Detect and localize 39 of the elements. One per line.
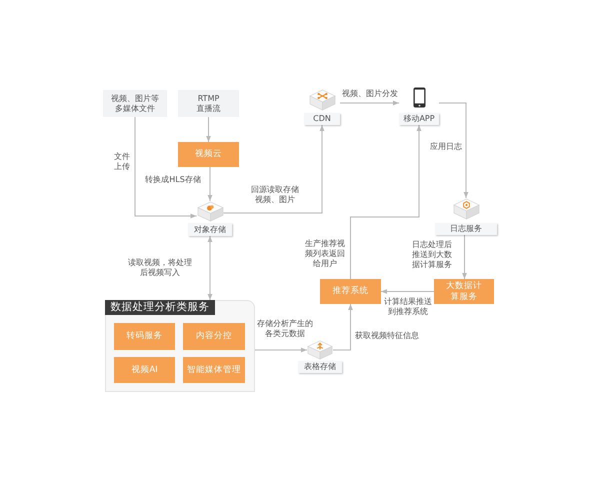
arrow [350,124,422,280]
group-header: 数据处理分析类服务 [105,300,215,315]
edge-label: 视频、图片分发 [341,89,399,99]
arrow [206,116,211,142]
edge-label: 存储分析产生的各类元数据 [255,319,315,339]
arrow [254,348,308,352]
icon-caption: 日志服务 [435,223,497,235]
source-box: 视频、图片等多媒体文件 [103,90,167,117]
edge-label: 计算结果推送到推荐系统 [382,297,434,317]
edge-label: 读取视频，将处理后视频写入 [126,258,194,278]
arrow [208,236,212,300]
process-box: 大数据计算服务 [434,279,494,304]
arrow [380,289,434,294]
icon-caption: 移动APP [399,113,439,125]
edge-label: 转换成HLS存储 [144,175,202,185]
arrow [340,100,400,106]
icon-caption: CDN [304,113,340,125]
arrow [208,166,212,202]
service-box: 转码服务 [114,323,175,350]
process-box: 视频云 [178,142,239,167]
arrow [134,116,197,218]
service-box: 内容分控 [183,323,245,350]
icon-caption: 表格存储 [298,361,342,373]
edge-label: 回源读取存储视频、图片 [249,185,301,205]
arrow [223,124,324,214]
source-box: RTMP直播流 [178,90,239,117]
service-box: 智能媒体管理 [183,357,245,383]
edge-label: 应用日志 [429,142,463,152]
edge-label: 生产推荐视频列表返回给用户 [304,239,346,269]
arrow [462,234,467,280]
edge-label: 获取视频特征信息 [354,331,420,341]
edge-label: 日志处理后推送到大数据计算服务 [410,240,454,270]
group-panel [105,300,255,392]
edge-label: 文件上传 [113,152,131,172]
arrow [332,304,353,350]
icon-caption: 对象存储 [188,223,232,236]
process-box: 推荐系统 [320,279,381,304]
service-box: 视频AI [114,357,175,383]
arrow [438,102,468,198]
